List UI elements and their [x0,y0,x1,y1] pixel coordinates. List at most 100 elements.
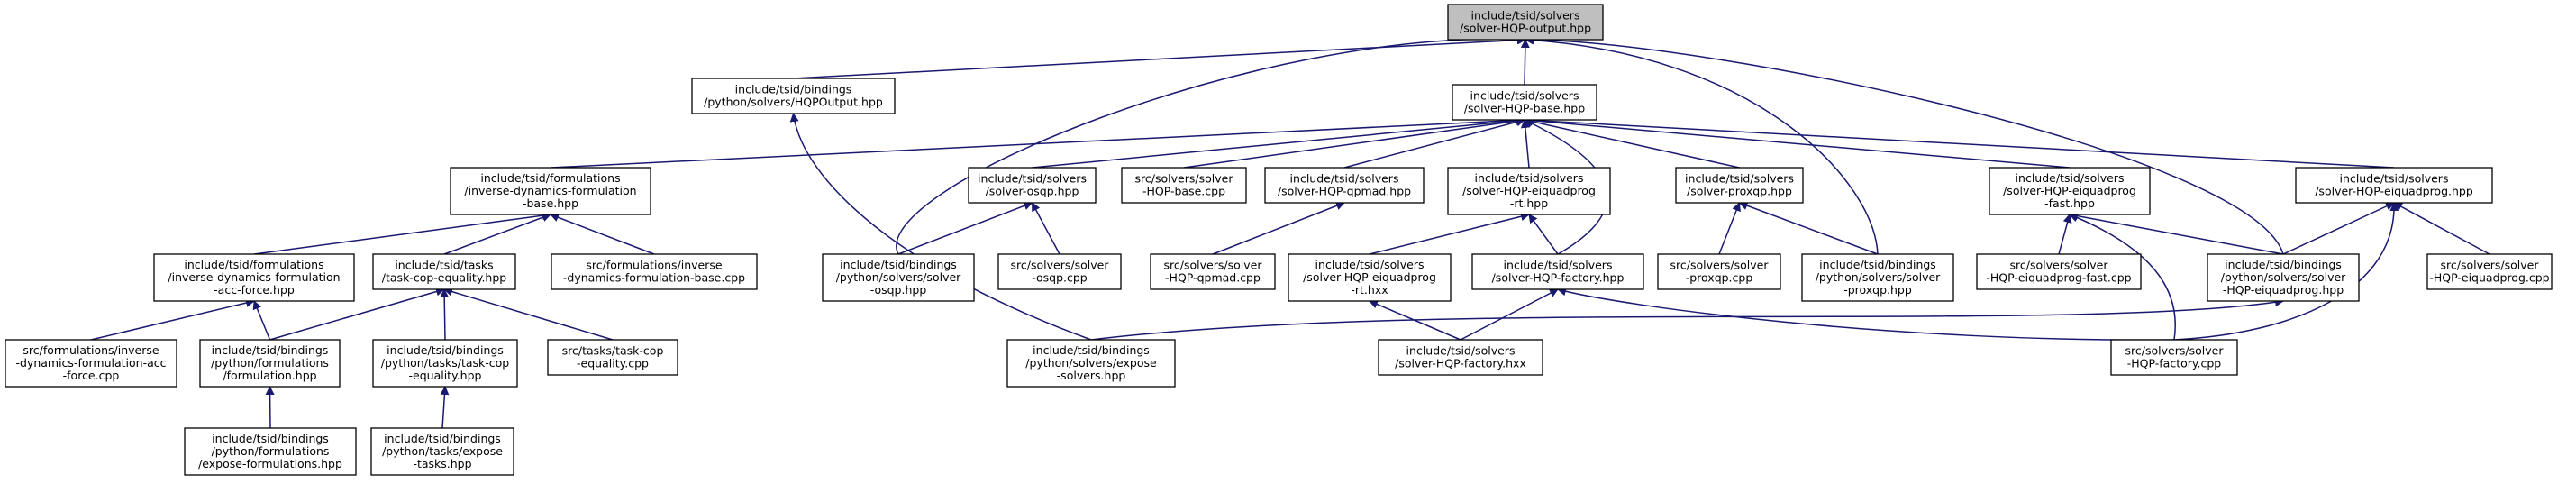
node-label-line: -dynamics-formulation-base.cpp [563,271,745,285]
node-osqp[interactable]: include/tsid/solvers/solver-osqp.hpp [968,167,1097,204]
edge-factory_cpp-to-factory_hpp [1557,287,2175,341]
node-box [2295,167,2493,204]
node-label-line: src/solvers/solver [1011,259,1110,272]
node-label-line: /python/formulations [212,444,330,458]
node-label-line: -HQP-base.cpp [1142,185,1225,198]
node-proxqp[interactable]: include/tsid/solvers/solver-proxqp.hpp [1675,167,1804,204]
node-label-line: /solver-HQP-factory.hxx [1395,357,1526,370]
node-proxqp_binding[interactable]: include/tsid/bindings/python/solvers/sol… [1801,253,1954,302]
node-label-line: -tasks.hpp [413,457,471,470]
node-idf_acc_cpp[interactable]: src/formulations/inverse-dynamics-formul… [5,339,177,388]
node-eiquad_rt[interactable]: include/tsid/solvers/solver-HQP-eiquadpr… [1447,167,1611,215]
node-idf_acc[interactable]: include/tsid/formulations/inverse-dynami… [153,253,355,302]
nodes-layer: include/tsid/solvers/solver-HQP-output.h… [5,4,2553,476]
edge-factory_hpp-to-eiquad_rt [1528,214,1559,255]
node-osqp_binding[interactable]: include/tsid/bindings/python/solvers/sol… [822,253,975,302]
node-osqp_cpp[interactable]: src/solvers/solver-osqp.cpp [997,253,1122,290]
node-label-line: /solver-HQP-base.hpp [1464,102,1585,115]
node-label-line: /expose-formulations.hpp [198,457,342,470]
node-box [1288,253,1452,302]
node-proxqp_cpp[interactable]: src/solvers/solver-proxqp.cpp [1657,253,1781,290]
node-task_cop[interactable]: include/tsid/tasks/task-cop-equality.hpp [372,253,516,290]
node-label-line: src/formulations/inverse [586,259,722,272]
node-box [1006,339,1176,388]
node-label-line: -rt.hxx [1351,283,1388,297]
node-root[interactable]: include/tsid/solvers/solver-HQP-output.h… [1447,4,1604,41]
node-box [199,339,341,388]
node-eiquad_rt_hxx[interactable]: include/tsid/solvers/solver-HQP-eiquadpr… [1288,253,1452,302]
edge-eiquad_fast-to-hqp_base [1524,115,2071,169]
node-label-line: src/formulations/inverse [23,343,159,357]
node-label-line: include/tsid/solvers [2016,171,2125,185]
node-box [1150,253,1276,290]
node-box [1264,167,1425,204]
node-expose_tasks[interactable]: include/tsid/bindings/python/tasks/expos… [370,427,514,476]
node-label-line: /python/solvers/expose [1025,356,1157,370]
node-label-line: include/tsid/solvers [1470,89,1579,103]
node-hqpoutput_binding[interactable]: include/tsid/bindings/python/solvers/HQP… [691,78,896,114]
node-box [1378,339,1543,376]
edge-proxqp_cpp-to-proxqp [1718,202,1741,255]
edge-idf_base_cpp-to-idf_base [550,213,655,255]
node-label-line: include/tsid/bindings [2225,258,2342,271]
node-box [1976,253,2142,290]
node-box [2207,253,2360,302]
node-box [1801,253,1954,302]
node-formulation_binding[interactable]: include/tsid/bindings/python/formulation… [199,339,341,388]
node-task_cop_cpp[interactable]: src/tasks/task-cop-equality.cpp [547,339,678,376]
node-hqp_base[interactable]: include/tsid/solvers/solver-HQP-base.hpp [1452,84,1597,121]
node-label-line: include/tsid/bindings [212,343,329,357]
node-box [1447,167,1611,215]
node-eiquad_fast[interactable]: include/tsid/solvers/solver-HQP-eiquadpr… [1989,167,2151,215]
edge-idf_acc-to-idf_base [253,211,551,255]
node-label-line: src/solvers/solver [1164,259,1263,272]
node-expose_formulations[interactable]: include/tsid/bindings/python/formulation… [184,427,357,476]
node-qpmad[interactable]: include/tsid/solvers/solver-HQP-qpmad.hp… [1264,167,1425,204]
node-eiquad_cpp[interactable]: src/solvers/solver-HQP-eiquadprog.cpp [2426,253,2553,290]
edge-factory_cpp-to-eiquad_fast [2069,213,2176,341]
node-label-line: include/tsid/solvers [1685,172,1794,186]
edge-task_cop_cpp-to-task_cop [443,287,614,341]
node-label-line: include/tsid/solvers [1406,344,1516,358]
node-label-line: include/tsid/formulations [480,171,620,185]
node-eiquad_fast_cpp[interactable]: src/solvers/solver-HQP-eiquadprog-fast.c… [1976,253,2142,290]
node-box [1675,167,1804,204]
node-box [547,339,678,376]
node-label-line: include/tsid/bindings [1033,343,1150,357]
node-label-line: -HQP-eiquadprog.cpp [2429,271,2549,285]
node-label-line: -base.hpp [523,196,578,210]
node-idf_base[interactable]: include/tsid/formulations/inverse-dynami… [450,167,651,215]
node-label-line: -HQP-factory.cpp [2127,357,2222,370]
node-box [2110,339,2238,376]
node-hqp_base_cpp[interactable]: src/solvers/solver-HQP-base.cpp [1121,167,1247,204]
node-factory_hxx[interactable]: include/tsid/solvers/solver-HQP-factory.… [1378,339,1543,376]
node-idf_base_cpp[interactable]: src/formulations/inverse-dynamics-formul… [551,253,758,290]
edge-eiquad_cpp-to-eiquad [2393,202,2490,255]
edge-expose_formulations-to-formulation_binding [265,386,275,429]
node-label-line: src/solvers/solver [2125,344,2225,358]
node-factory_hpp[interactable]: include/tsid/solvers/solver-HQP-factory.… [1471,253,1644,290]
node-eiquad_binding[interactable]: include/tsid/bindings/python/solvers/sol… [2207,253,2360,302]
edge-expose_tasks-to-task_cop_binding [440,386,450,429]
node-task_cop_binding[interactable]: include/tsid/bindings/python/tasks/task-… [372,339,518,388]
node-label-line: include/tsid/formulations [184,258,323,271]
edge-proxqp_binding-to-proxqp [1738,201,1879,255]
node-factory_cpp[interactable]: src/solvers/solver-HQP-factory.cpp [2110,339,2238,376]
node-eiquad[interactable]: include/tsid/solvers/solver-HQP-eiquadpr… [2295,167,2493,204]
edge-expose_solvers-to-hqpoutput_binding [789,113,1092,341]
node-label-line: /python/solvers/solver [2221,270,2346,284]
node-label-line: -equality.hpp [409,369,482,382]
node-qpmad_cpp[interactable]: src/solvers/solver-HQP-qpmad.cpp [1150,253,1276,290]
edge-osqp_cpp-to-osqp [1031,202,1060,255]
node-label-line: include/tsid/bindings [1819,258,1936,271]
node-label-line: include/tsid/solvers [2340,172,2449,186]
edge-factory_hxx-to-factory_hpp [1460,288,1559,341]
node-box [968,167,1097,204]
node-box [184,427,357,476]
node-label-line: /solver-HQP-eiquadprog [1462,184,1596,197]
node-box [153,253,355,302]
node-label-line: -fast.hpp [2044,196,2095,210]
node-box [1471,253,1644,290]
node-box [372,339,518,388]
node-expose_solvers[interactable]: include/tsid/bindings/python/solvers/exp… [1006,339,1176,388]
